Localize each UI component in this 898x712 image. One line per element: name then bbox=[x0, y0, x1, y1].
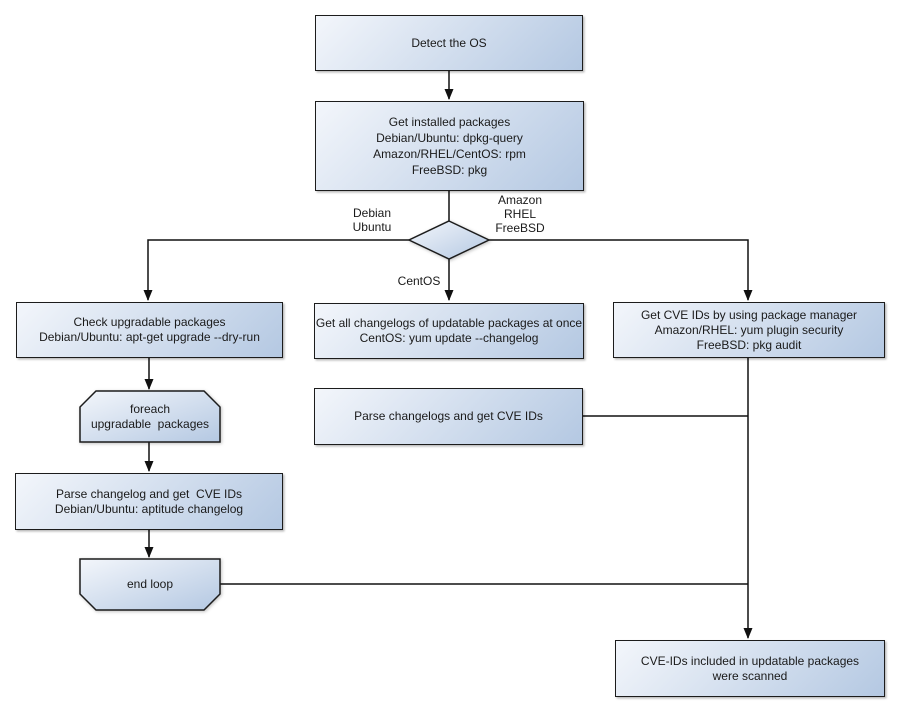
end-loop-label: end loop bbox=[80, 559, 220, 610]
node-text-line: Parse changelogs and get CVE IDs bbox=[354, 409, 543, 423]
node-text-line: Get all changelogs of updatable packages… bbox=[315, 316, 583, 330]
flowchart-node-parse-changelogs: Parse changelogs and get CVE IDs bbox=[314, 388, 583, 445]
node-text-line: Parse changelog and get CVE IDs bbox=[55, 486, 243, 501]
foreach-loop-label: foreach upgradable packages bbox=[80, 391, 220, 442]
flowchart-node-get-all-changelogs: Get all changelogs of updatable packages… bbox=[314, 303, 584, 359]
node-text-line: Amazon/RHEL: yum plugin security bbox=[654, 322, 844, 337]
node-text-line: Debian/Ubuntu: aptitude changelog bbox=[54, 501, 244, 516]
foreach-loop-shape bbox=[79, 390, 221, 443]
flowchart-node-get-cve-ids-package-manager: Get CVE IDs by using package manager Ama… bbox=[613, 302, 885, 358]
node-text-line: Debian/Ubuntu: dpkg-query bbox=[376, 131, 523, 145]
node-text-line: Amazon/RHEL/CentOS: rpm bbox=[373, 147, 526, 161]
flowchart-node-detect-os: Detect the OS bbox=[315, 15, 583, 71]
connector-diamond-to-get-cve-ids bbox=[489, 239, 753, 301]
node-text-line: FreeBSD: pkg bbox=[411, 163, 488, 177]
decision-diamond bbox=[407, 220, 491, 260]
node-text-line: FreeBSD: pkg audit bbox=[696, 337, 802, 352]
flowchart-node-get-installed-packages: Get installed packages Debian/Ubuntu: dp… bbox=[315, 101, 584, 191]
node-text-line: Get CVE IDs by using package manager bbox=[640, 307, 858, 322]
node-text-line: foreach bbox=[129, 401, 171, 416]
node-text-line: CentOS: yum update --changelog bbox=[359, 331, 539, 345]
branch-label-amazon-rhel-freebsd: Amazon RHEL FreeBSD bbox=[495, 193, 545, 235]
end-loop-shape bbox=[79, 558, 221, 611]
connector-diamond-to-check-upgradable bbox=[143, 239, 409, 301]
node-text-line: Debian/Ubuntu: apt-get upgrade --dry-run bbox=[39, 330, 260, 344]
flowchart-node-check-upgradable-packages: Check upgradable packages Debian/Ubuntu:… bbox=[16, 302, 283, 358]
node-text-line: upgradable packages bbox=[90, 416, 210, 431]
node-text-line: end loop bbox=[126, 577, 174, 591]
node-text-line: Get installed packages bbox=[388, 115, 511, 129]
node-text-line: Detect the OS bbox=[411, 35, 487, 50]
node-text-line: were scanned bbox=[712, 668, 788, 683]
branch-label-debian-ubuntu: Debian Ubuntu bbox=[352, 206, 392, 234]
node-text-line: CVE-IDs included in updatable packages bbox=[640, 653, 860, 668]
node-text-line: Check upgradable packages bbox=[73, 315, 226, 329]
flowchart-node-scan-result: CVE-IDs included in updatable packages w… bbox=[615, 640, 885, 697]
flowchart-node-parse-changelog: Parse changelog and get CVE IDs Debian/U… bbox=[15, 473, 283, 530]
branch-label-centos: CentOS bbox=[397, 274, 441, 288]
